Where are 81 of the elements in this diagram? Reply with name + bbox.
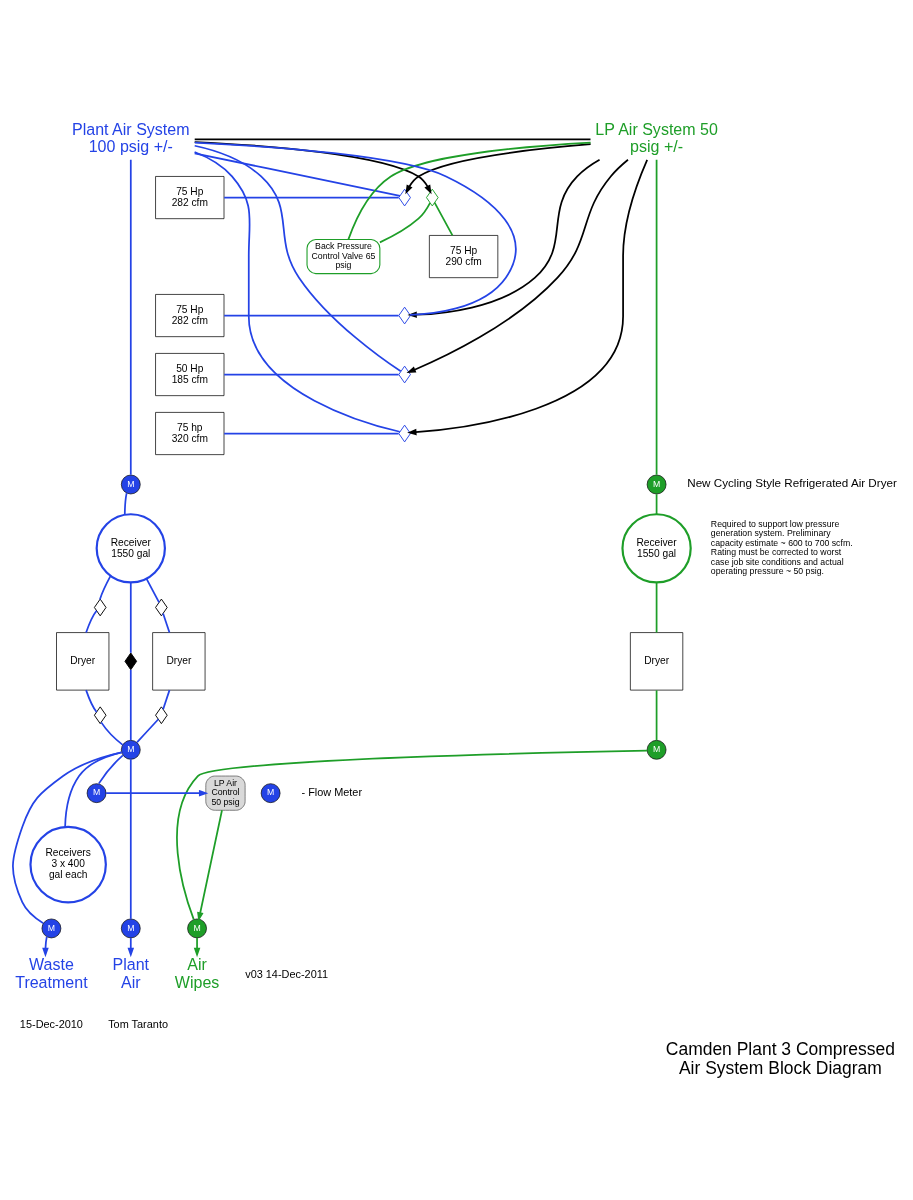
node-box: 75 Hp 282 cfm bbox=[155, 175, 225, 219]
node-circle: M bbox=[646, 474, 667, 494]
node-valve bbox=[398, 188, 411, 206]
node-circle: M bbox=[41, 918, 62, 938]
node-box: 75 hp 320 cfm bbox=[155, 411, 225, 455]
connector bbox=[655, 158, 658, 476]
node-valve bbox=[155, 705, 168, 724]
node-valve bbox=[93, 705, 107, 724]
connector bbox=[176, 749, 649, 920]
node-valve bbox=[93, 598, 107, 616]
connector bbox=[85, 609, 98, 633]
label: v03 14-Dec-2011 bbox=[245, 967, 329, 980]
node-circle: Receivers 3 x 400 gal each bbox=[29, 825, 107, 903]
connector bbox=[12, 751, 123, 924]
connector bbox=[162, 688, 171, 710]
node-box: Dryer bbox=[56, 631, 110, 690]
connector bbox=[347, 141, 592, 240]
connector bbox=[655, 492, 658, 515]
label: 15-Dec-2010 bbox=[19, 1017, 83, 1030]
connector bbox=[223, 196, 400, 198]
arrow bbox=[405, 142, 592, 194]
connector bbox=[129, 757, 132, 920]
connector bbox=[655, 581, 658, 633]
arrow bbox=[193, 936, 201, 957]
node-circle: M bbox=[120, 474, 141, 494]
connector bbox=[433, 201, 454, 236]
connector bbox=[129, 158, 132, 476]
node-label: - Flow Meter bbox=[301, 785, 363, 798]
connector bbox=[379, 201, 431, 243]
connector bbox=[193, 151, 401, 197]
label: Tom Taranto bbox=[108, 1017, 168, 1030]
label: Required to support low pressure generation system. Preliminary capacity estimate ~ 600 to 700 scfm. Rating must be corrected to worst case job site conditions and actual operating pressure ~ 50 psig. bbox=[710, 518, 853, 576]
connector bbox=[193, 137, 592, 140]
node-circle: M bbox=[86, 782, 107, 803]
node-circle: M bbox=[187, 918, 207, 938]
arrow bbox=[42, 935, 49, 957]
connector bbox=[97, 754, 124, 784]
node-valve bbox=[124, 652, 138, 670]
node-valve bbox=[398, 365, 411, 383]
connector bbox=[223, 432, 400, 434]
node-text: Plant Air System 100 psig +/- bbox=[72, 119, 190, 155]
node-circle: Receiver 1550 gal bbox=[621, 512, 692, 584]
node-valve bbox=[398, 424, 411, 442]
connector bbox=[655, 688, 658, 741]
node-box: 75 Hp 290 cfm bbox=[429, 234, 499, 278]
connector bbox=[129, 668, 132, 741]
connector bbox=[100, 721, 124, 746]
connector bbox=[85, 688, 98, 713]
node-box: LP Air Control 50 psig bbox=[205, 775, 246, 811]
node-box: 50 Hp 185 cfm bbox=[155, 352, 225, 396]
connector bbox=[136, 717, 160, 743]
arrow bbox=[197, 808, 223, 922]
node-circle: Receiver 1550 gal bbox=[95, 512, 166, 584]
node-box: Back Pressure Control Valve 65 psig bbox=[306, 238, 381, 274]
node-circle: M bbox=[120, 918, 141, 938]
connector bbox=[223, 373, 400, 375]
connector bbox=[193, 144, 402, 372]
node-valve bbox=[155, 598, 168, 616]
connector bbox=[162, 612, 171, 633]
connector bbox=[145, 577, 160, 603]
node-text: Air Wipes bbox=[174, 954, 220, 991]
node-circle: M bbox=[646, 739, 667, 760]
label: New Cycling Style Refrigerated Air Dryer bbox=[687, 475, 897, 489]
node-circle: M bbox=[260, 782, 281, 803]
connector bbox=[99, 574, 112, 600]
node-circle: M bbox=[120, 739, 141, 760]
node-text: Waste Treatment bbox=[15, 954, 88, 991]
node-box: Dryer bbox=[630, 631, 684, 690]
node-text: Plant Air bbox=[112, 954, 150, 991]
node-valve bbox=[426, 188, 439, 206]
arrow bbox=[127, 936, 135, 957]
node-box: 75 Hp 282 cfm bbox=[155, 293, 225, 337]
node-valve bbox=[398, 306, 411, 324]
diagram-title: Camden Plant 3 Compressed Air System Block Diagram bbox=[665, 1038, 895, 1078]
node-box: Dryer bbox=[152, 631, 206, 690]
connector bbox=[193, 150, 401, 433]
node-text: LP Air System 50 psig +/- bbox=[595, 119, 718, 155]
arrow bbox=[105, 789, 209, 796]
connector bbox=[123, 491, 128, 515]
connector bbox=[223, 314, 400, 316]
connector bbox=[129, 581, 132, 654]
